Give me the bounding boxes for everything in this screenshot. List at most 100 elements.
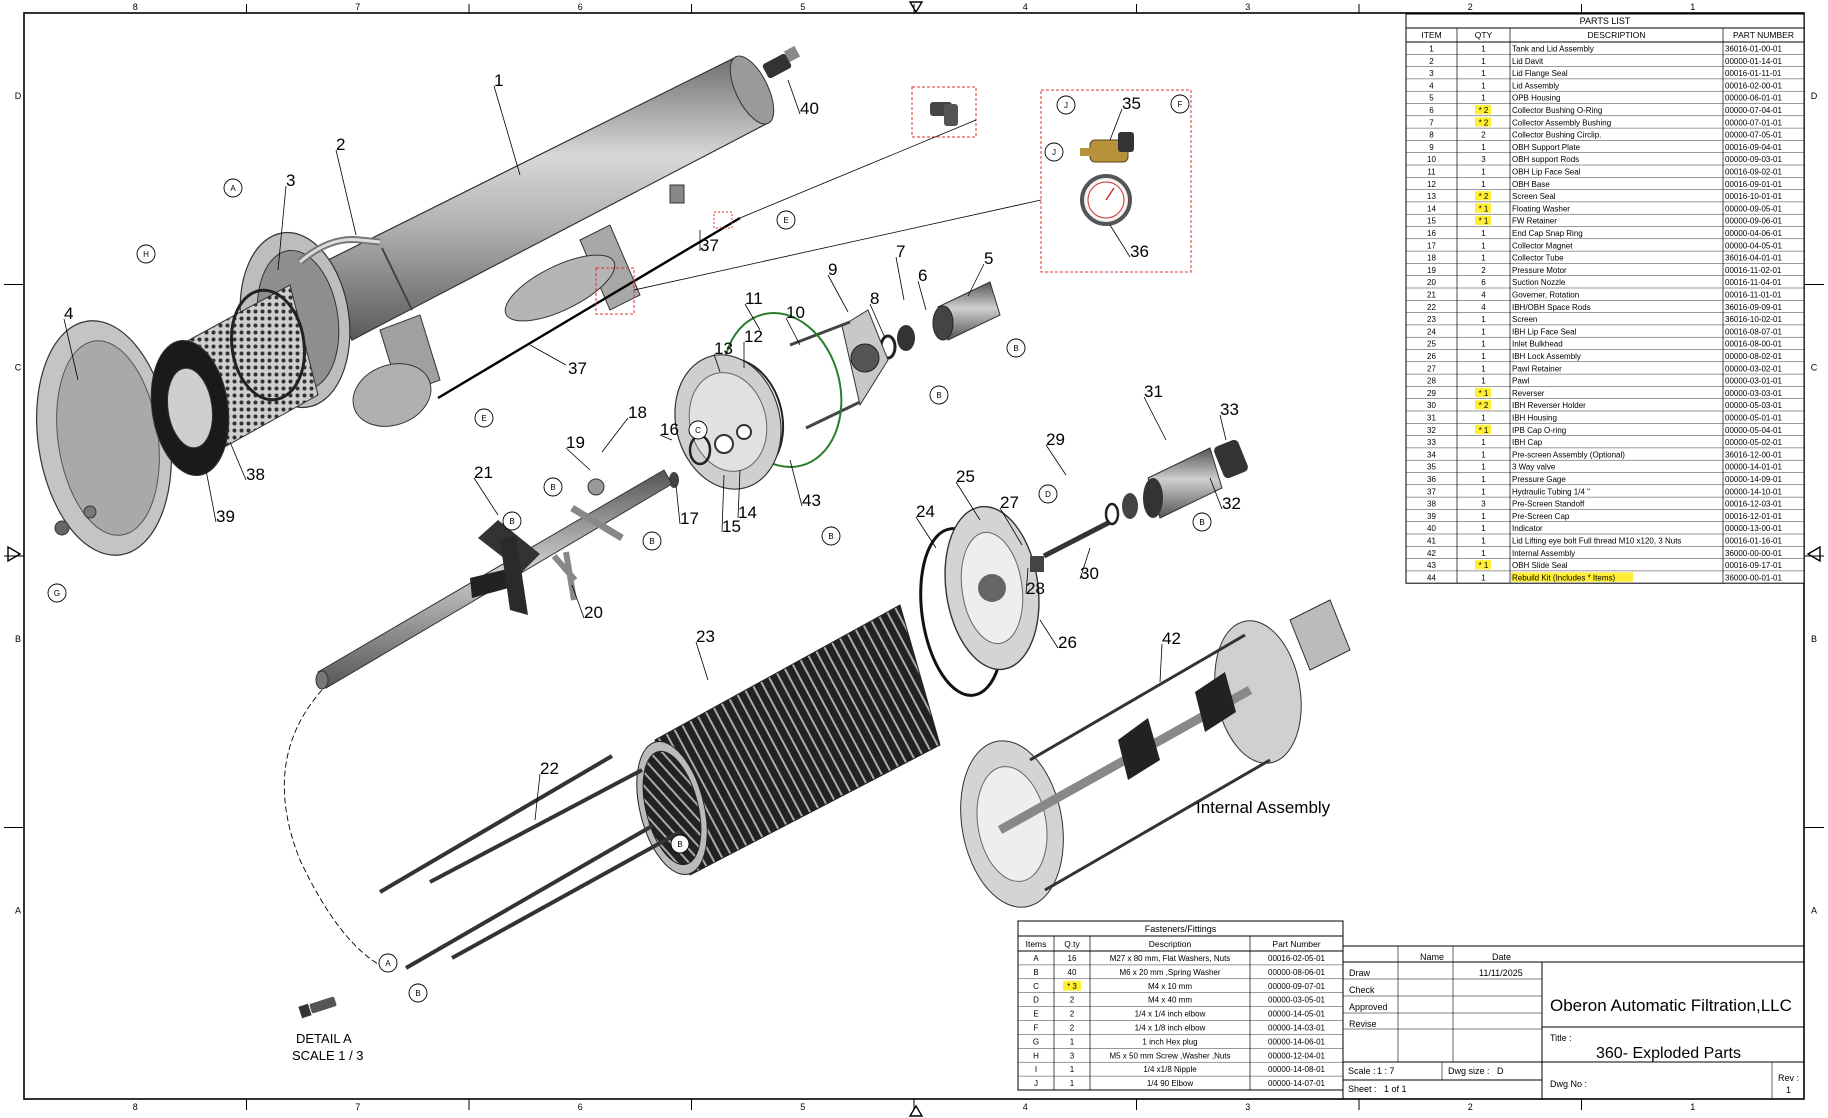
parts-list-title: PARTS LIST bbox=[1580, 16, 1631, 26]
parts-description: Collector Bushing O-Ring bbox=[1512, 106, 1602, 115]
parts-number: 36016-04-01-01 bbox=[1725, 254, 1782, 263]
row-marker: D bbox=[1811, 91, 1818, 101]
item-balloon: 9 bbox=[828, 260, 837, 279]
parts-number: 36016-09-09-01 bbox=[1725, 303, 1782, 312]
tb-dwg-size-value: D bbox=[1497, 1066, 1504, 1076]
item-balloon: 33 bbox=[1220, 400, 1239, 419]
parts-qty: 1 bbox=[1481, 352, 1486, 361]
callout-letter: D bbox=[1045, 490, 1051, 499]
parts-list-header: DESCRIPTION bbox=[1587, 30, 1645, 40]
parts-description: Lid Flange Seal bbox=[1512, 69, 1568, 78]
fastener-qty: 1 bbox=[1070, 1065, 1075, 1074]
parts-number: 00000-05-01-01 bbox=[1725, 414, 1782, 423]
parts-qty: 2 bbox=[1481, 266, 1486, 275]
parts-item: 19 bbox=[1427, 266, 1436, 275]
fastener-description: M6 x 20 mm ,Spring Washer bbox=[1119, 968, 1220, 977]
parts-description: Collector Tube bbox=[1512, 254, 1564, 263]
callout-letter: B bbox=[1013, 344, 1018, 353]
column-marker: 6 bbox=[578, 2, 583, 12]
parts-description: Pawl Retainer bbox=[1512, 364, 1562, 373]
callout-letter: B bbox=[828, 532, 833, 541]
parts-description: Pawl bbox=[1512, 377, 1530, 386]
parts-number: 00000-04-06-01 bbox=[1725, 229, 1782, 238]
internal-assembly-label: Internal Assembly bbox=[1196, 798, 1331, 817]
parts-qty: 1 bbox=[1481, 315, 1486, 324]
parts-number: 00016-09-01-01 bbox=[1725, 180, 1782, 189]
parts-item: 6 bbox=[1429, 106, 1434, 115]
item-balloon: 3 bbox=[286, 171, 295, 190]
parts-item: 32 bbox=[1427, 426, 1436, 435]
parts-list-header: ITEM bbox=[1421, 30, 1441, 40]
parts-number: 00016-08-00-01 bbox=[1725, 340, 1782, 349]
item-balloon: 12 bbox=[744, 327, 763, 346]
center-arrow-bottom-icon bbox=[908, 1104, 924, 1117]
item-balloon: 7 bbox=[896, 242, 905, 261]
parts-qty: 1 bbox=[1481, 450, 1486, 459]
fastener-part-number: 00000-03-05-01 bbox=[1268, 996, 1325, 1005]
parts-number: 00000-03-03-01 bbox=[1725, 389, 1782, 398]
parts-description: OBH Base bbox=[1512, 180, 1550, 189]
parts-qty: 1 bbox=[1481, 549, 1486, 558]
parts-qty: 3 bbox=[1481, 500, 1486, 509]
parts-qty: 4 bbox=[1481, 291, 1486, 300]
parts-item: 29 bbox=[1427, 389, 1436, 398]
parts-item: 15 bbox=[1427, 217, 1436, 226]
callout-circle bbox=[543, 477, 563, 497]
item-balloon: 11 bbox=[745, 289, 763, 308]
parts-description: Governer, Rotation bbox=[1512, 291, 1579, 300]
fastener-qty: 2 bbox=[1070, 996, 1075, 1005]
callout-circle bbox=[474, 408, 494, 428]
parts-description: Lid Lifting eye bolt Full thread M10 x12… bbox=[1512, 537, 1681, 546]
callout-circle bbox=[47, 583, 67, 603]
parts-number: 00000-08-02-01 bbox=[1725, 352, 1782, 361]
column-marker: 2 bbox=[1468, 2, 1473, 12]
parts-number: 00000-14-09-01 bbox=[1725, 475, 1782, 484]
indicator bbox=[762, 45, 801, 79]
parts-description: IBH Lip Face Seal bbox=[1512, 327, 1577, 336]
parts-qty: 1 bbox=[1481, 487, 1486, 496]
parts-number: 00000-09-06-01 bbox=[1725, 217, 1782, 226]
item-balloon: 22 bbox=[540, 759, 559, 778]
parts-item: 4 bbox=[1429, 81, 1434, 90]
fastener-part-number: 00000-08-06-01 bbox=[1268, 968, 1325, 977]
fastener-item: E bbox=[1033, 1010, 1038, 1019]
parts-number: 00000-14-01-01 bbox=[1725, 463, 1782, 472]
parts-qty: 1 bbox=[1481, 537, 1486, 546]
parts-number: 00016-11-02-01 bbox=[1725, 266, 1782, 275]
parts-number: 00000-07-01-01 bbox=[1725, 118, 1782, 127]
fastener-description: 1/4 90 Elbow bbox=[1147, 1079, 1193, 1088]
parts-description: Floating Washer bbox=[1512, 204, 1570, 213]
parts-qty: 1 bbox=[1481, 377, 1486, 386]
parts-description: OBH Slide Seal bbox=[1512, 561, 1568, 570]
parts-item: 2 bbox=[1429, 57, 1434, 66]
column-marker: 2 bbox=[1468, 1102, 1473, 1112]
fastener-item: F bbox=[1034, 1024, 1039, 1033]
parts-item: 31 bbox=[1427, 414, 1436, 423]
parts-qty: 1 bbox=[1481, 475, 1486, 484]
item-balloon: 2 bbox=[336, 135, 345, 154]
parts-item: 14 bbox=[1427, 204, 1436, 213]
fastener-item: I bbox=[1035, 1065, 1037, 1074]
parts-qty: * 2 bbox=[1479, 106, 1489, 115]
parts-qty: * 1 bbox=[1479, 426, 1489, 435]
parts-item: 20 bbox=[1427, 278, 1436, 287]
fastener-qty: 2 bbox=[1070, 1010, 1075, 1019]
row-marker: A bbox=[15, 905, 21, 915]
parts-item: 39 bbox=[1427, 512, 1436, 521]
parts-number: 00000-09-05-01 bbox=[1725, 204, 1782, 213]
